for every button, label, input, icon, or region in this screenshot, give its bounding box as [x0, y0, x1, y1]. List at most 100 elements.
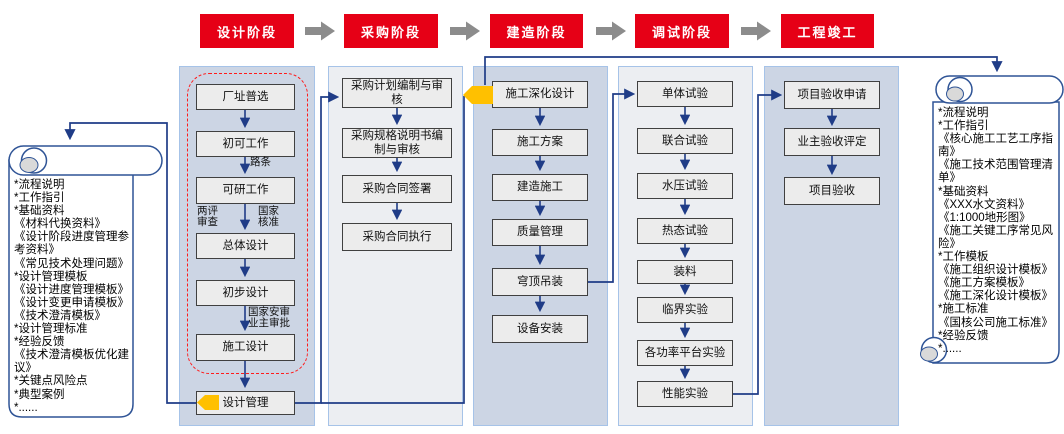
list-item: *流程说明 — [14, 179, 65, 191]
list-item: 《常见技术处理问题》 — [14, 257, 129, 270]
list-item: *设计管理模板 — [14, 270, 88, 283]
step-label: 设计管理 — [222, 396, 269, 409]
arrow-right-icon — [305, 21, 335, 41]
list-item: 《施工组织设计模板》 — [938, 264, 1053, 277]
list-item: 《施工深化设计模板》 — [938, 290, 1053, 303]
step-label: 采购规格说明书编制与审核 — [351, 129, 443, 156]
phase-header-design: 设计阶段 — [200, 14, 294, 48]
list-item: *流程说明 — [938, 107, 989, 119]
note-safety-owner-approval: 国家安审 业主审批 — [248, 306, 290, 330]
step-label: 项目验收申请 — [797, 88, 867, 101]
list-item: *设计管理标准 — [14, 323, 88, 336]
list-item: 《设计进度管理模板》 — [14, 283, 129, 296]
list-item: *...... — [14, 401, 38, 414]
step-procurement-spec: 采购规格说明书编制与审核 — [342, 128, 452, 158]
list-item: 《技术澄清模板》 — [14, 309, 106, 322]
list-item: 《施工关键工序常见风险》 — [938, 224, 1053, 250]
phase-label: 工程竣工 — [797, 24, 858, 40]
list-item: *基础资料 — [938, 185, 989, 198]
step-project-acceptance: 项目验收 — [784, 177, 880, 205]
step-site-preselection: 厂址普选 — [196, 84, 295, 110]
step-performance-test: 性能实验 — [637, 381, 733, 407]
list-item: *工作指引 — [14, 192, 65, 205]
step-label: 采购计划编制与审核 — [351, 79, 443, 106]
step-quality-management: 质量管理 — [492, 219, 588, 246]
design-resources-list: *流程说明 *工作指引 *基础资料 《材料代换资料》 《设计阶段进度管理参考资料… — [14, 179, 133, 415]
step-label: 业主验收评定 — [797, 135, 867, 148]
step-hot-test: 热态试验 — [637, 218, 733, 244]
list-item: *工作指引 — [938, 120, 989, 133]
phase-label: 采购阶段 — [360, 24, 421, 40]
list-item: 《设计变更申请模板》 — [14, 296, 129, 309]
construction-resources-list: *流程说明 *工作指引 《核心施工工艺工序指南》 《施工技术范围管理清单》 *基… — [938, 107, 1057, 356]
commissioning-phase-panel — [618, 66, 753, 426]
construction-phase-panel — [473, 66, 608, 426]
list-item: *关键点风险点 — [14, 375, 88, 388]
step-owner-acceptance-evaluation: 业主验收评定 — [784, 128, 880, 156]
step-overall-design: 总体设计 — [196, 233, 295, 259]
list-item: 《1:1000地形图》 — [938, 211, 1031, 224]
step-label: 项目验收 — [809, 184, 855, 197]
completion-phase-panel — [764, 66, 899, 426]
phase-label: 设计阶段 — [216, 24, 277, 40]
list-item: 《技术澄清模板优化建议》 — [14, 349, 129, 375]
note-state-approval: 国家 核准 — [258, 205, 279, 229]
list-item: *典型案例 — [14, 388, 65, 401]
step-label: 装料 — [673, 265, 697, 278]
step-power-platform-test: 各功率平台实验 — [637, 340, 733, 366]
step-construction-design: 施工设计 — [196, 334, 295, 361]
step-label: 总体设计 — [222, 239, 269, 252]
list-item: 《国核公司施工标准》 — [938, 316, 1053, 329]
step-equipment-installation: 设备安装 — [492, 315, 588, 343]
note-dual-review: 两评 审查 — [197, 205, 218, 229]
list-item: *工作模板 — [938, 251, 989, 264]
list-item: *经验反馈 — [14, 336, 65, 349]
arrow-right-icon — [741, 21, 771, 41]
step-procurement-plan: 采购计划编制与审核 — [342, 78, 452, 108]
step-contract-execution: 采购合同执行 — [342, 223, 452, 251]
step-label: 单体试验 — [662, 87, 708, 100]
arrow-right-icon — [596, 21, 626, 41]
step-construction-scheme: 施工方案 — [492, 129, 588, 156]
list-item: 《材料代换资料》 — [14, 218, 106, 231]
step-label: 性能实验 — [662, 387, 708, 400]
note-road-permit: 路条 — [250, 156, 271, 168]
list-item: *施工标准 — [938, 303, 989, 316]
step-label: 水压试验 — [662, 179, 708, 192]
phase-label: 调试阶段 — [651, 24, 712, 40]
list-item: 《XXX水文资料》 — [938, 198, 1031, 211]
phase-header-procurement: 采购阶段 — [344, 14, 438, 48]
step-label: 采购合同执行 — [362, 230, 432, 243]
step-label: 质量管理 — [517, 226, 563, 239]
phase-header-commissioning: 调试阶段 — [635, 14, 729, 48]
step-preliminary-feasibility: 初可工作 — [196, 131, 295, 157]
step-label: 初步设计 — [222, 286, 269, 299]
phase-header-completion: 工程竣工 — [781, 14, 874, 48]
step-fuel-loading: 装料 — [637, 260, 733, 284]
step-label: 采购合同签署 — [362, 182, 432, 195]
step-construction-execution: 建造施工 — [492, 174, 588, 201]
step-label: 联合试验 — [662, 134, 708, 147]
arrow-right-icon — [450, 21, 480, 41]
phase-header-construction: 建造阶段 — [490, 14, 583, 48]
list-item: *经验反馈 — [938, 329, 989, 342]
list-item: *基础资料 — [14, 205, 65, 218]
step-label: 穹顶吊装 — [517, 275, 563, 288]
list-item: 《设计阶段进度管理参考资料》 — [14, 231, 129, 257]
step-label: 可研工作 — [222, 184, 269, 197]
step-label: 施工深化设计 — [505, 88, 575, 101]
step-label: 热态试验 — [662, 224, 708, 237]
step-label: 施工方案 — [517, 136, 563, 149]
step-label: 各功率平台实验 — [644, 346, 726, 359]
step-design-management: 设计管理 — [196, 391, 295, 415]
step-criticality-test: 临界实验 — [637, 297, 733, 323]
step-acceptance-application: 项目验收申请 — [784, 81, 880, 109]
step-label: 设备安装 — [517, 322, 563, 335]
step-feasibility-study: 可研工作 — [196, 177, 295, 204]
step-label: 临界实验 — [662, 303, 708, 316]
list-item: 《施工技术范围管理清单》 — [938, 159, 1053, 185]
step-dome-lifting: 穹顶吊装 — [492, 268, 588, 296]
step-unit-test: 单体试验 — [637, 81, 733, 107]
list-item: *...... — [938, 342, 962, 355]
